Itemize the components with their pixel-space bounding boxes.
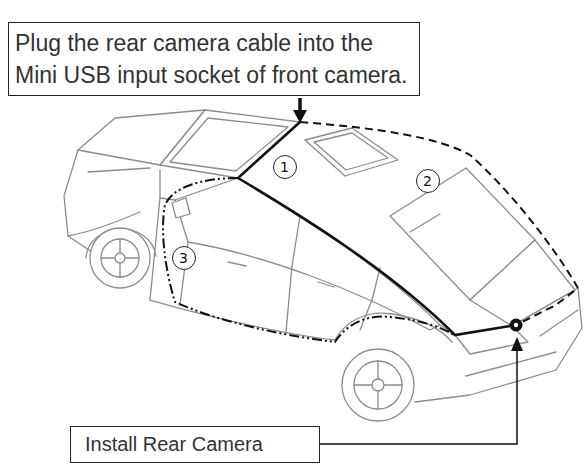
- arrow-head: [293, 110, 307, 123]
- rear-wheel-arch: [335, 313, 452, 342]
- brake-light: [410, 214, 440, 232]
- pointer-arrow: [298, 98, 302, 112]
- callout-number: 3: [172, 246, 196, 270]
- front-fender-line: [150, 198, 160, 300]
- route-3: [163, 178, 455, 342]
- door-handle: [228, 262, 246, 266]
- hood-line: [88, 168, 150, 172]
- rear-bumper-line: [466, 352, 556, 376]
- rear-wheel: [342, 349, 414, 421]
- b-pillar: [292, 216, 300, 266]
- windshield: [160, 110, 300, 178]
- door-handle: [318, 282, 334, 287]
- instruction-text: Install Rear Camera: [85, 432, 305, 457]
- camera-lens: [514, 323, 518, 327]
- leader-line: [318, 348, 517, 444]
- rocker-panel: [150, 300, 335, 340]
- arrow-head: [511, 337, 523, 351]
- rear-spokes: [354, 361, 402, 409]
- rear-camera: [510, 319, 523, 332]
- trunk-lid: [470, 240, 575, 326]
- side-mirror: [172, 198, 190, 218]
- tail-light: [540, 310, 578, 336]
- sunroof: [305, 128, 398, 176]
- side-windows: [175, 178, 440, 330]
- instruction-box: Plug the rear camera cable into the Mini…: [8, 22, 420, 96]
- c-pillar: [372, 268, 380, 300]
- callout-number: 2: [416, 169, 440, 193]
- windshield-inner: [170, 118, 288, 171]
- front-wheel: [90, 228, 150, 288]
- callout-number: 1: [273, 155, 297, 179]
- front-rim: [101, 239, 139, 277]
- rear-hub: [372, 379, 384, 391]
- instruction-text: Plug the rear camera cable into the Mini…: [15, 27, 413, 91]
- rear-rim: [354, 361, 402, 409]
- route-2: [300, 122, 578, 322]
- sunroof-inner: [314, 133, 388, 170]
- rear-body: [415, 288, 582, 402]
- car-body: [64, 110, 582, 421]
- instruction-box: Install Rear Camera: [70, 426, 320, 463]
- front-spokes: [101, 239, 139, 277]
- route-1: [238, 122, 510, 335]
- door-split: [286, 266, 292, 332]
- front-hub: [115, 253, 125, 263]
